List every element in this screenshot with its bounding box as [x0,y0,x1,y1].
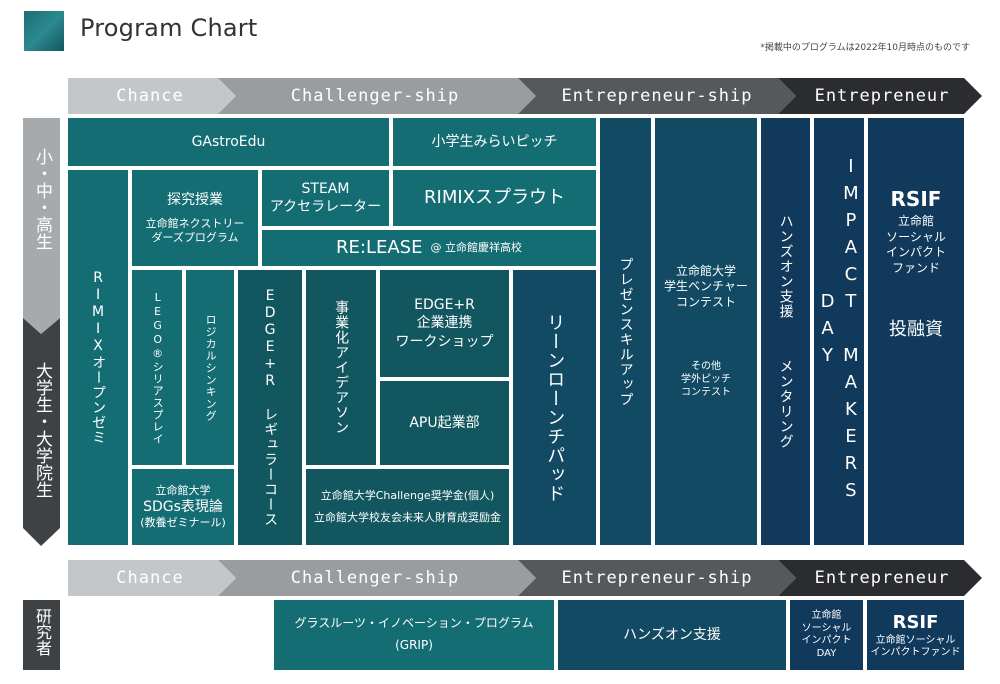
phase-label-entrepreneurship: Entrepreneur-ship [561,86,753,106]
box-impact-makers-day: IMPACT MAKERS DAY [814,118,864,545]
title-logo-mark [24,11,64,51]
box-research-impact-day: 立命館 ソーシャル インパクト DAY [790,600,863,670]
box-apu-kigyobu: APU起業部 [380,381,509,465]
phase-arrow-entrepreneur-2 [778,560,982,596]
box-lean-launchpad: リーンローンチパッド [513,270,596,545]
side-arrow-school [23,118,60,334]
side-box-researcher [23,600,60,670]
research-rsif-title: RSIF [892,612,939,634]
phase-arrow-challenger [218,78,536,114]
phase-label-entrepreneur-2: Entrepreneur [814,568,950,588]
phase-label-entrepreneur: Entrepreneur [814,86,950,106]
phase-label-chance: Chance [116,86,184,106]
box-rsif: RSIF 立命館 ソーシャル インパクト ファンド 投融資 [868,118,964,545]
box-steam-accelerator: STEAM アクセラレーター [262,170,389,226]
box-handson-mentoring: ハンズオン支援 メンタリング [761,118,810,545]
phase-arrow-entrepreneur [778,78,982,114]
side-label-researcher: 研究者 [33,608,52,656]
rsif-title: RSIF [890,187,942,211]
phase-label-challenger: Challenger-ship [290,86,460,106]
release-at: @ 立命館慶祥高校 [430,240,522,254]
mentoring-label: メンタリング [777,359,794,449]
box-logical-thinking: ロジカルシンキング [186,270,234,465]
box-research-rsif: RSIF 立命館ソーシャル インパクトファンド [867,600,964,670]
box-tankyu-jugyo: 探究授業 立命館ネクストリーダーズプログラム [132,170,258,266]
phase-arrow-entrepreneurship [518,78,796,114]
venture-contest: 立命館大学 学生ベンチャー コンテスト [664,263,748,309]
box-presen-skillup: プレゼンスキルアップ [600,118,651,545]
box-scholarships: 立命館大学Challenge奨学金(個人) 立命館大学校友会未来人財育成奨励金 [306,469,509,545]
sdgs-mid: SDGs表現論 [143,498,223,515]
scholarship-challenge: 立命館大学Challenge奨学金(個人) [320,488,495,502]
side-arrow-university [23,318,60,546]
box-lego-serious-play: LEGO®シリアスプレイ [132,270,182,465]
phase-arrow-challenger-2 [218,560,536,596]
sdgs-bot: (教養ゼミナール) [140,516,226,530]
page-title: Program Chart [80,14,258,42]
phase-label-chance-2: Chance [116,568,184,588]
scholarship-koyukai: 立命館大学校友会未来人財育成奨励金 [314,511,501,524]
side-label-school: 小・中・高生 [32,148,52,250]
rsif-sub: 立命館 ソーシャル インパクト ファンド [885,214,946,275]
box-gastroedu: GAstroEdu [68,118,389,166]
release-title: RE:LEASE [336,237,423,259]
phase-arrow-chance [68,78,236,114]
tankyu-sub: 立命館ネクストリーダーズプログラム [145,216,245,245]
box-shogakusei-pitch: 小学生みらいピッチ [393,118,596,166]
sdgs-top: 立命館大学 [155,483,211,497]
handson-label: ハンズオン支援 [777,214,794,319]
box-grip: グラスルーツ・イノベーション・プログラム (GRIP) [274,600,554,670]
phase-arrow-chance-2 [68,560,236,596]
phase-label-challenger-2: Challenger-ship [290,568,460,588]
other-contest: その他 学外ピッチ コンテスト [681,361,731,399]
date-note: *掲載中のプログラムは2022年10月時点のものです [760,43,970,53]
phase-label-entrepreneurship-2: Entrepreneur-ship [561,568,753,588]
box-rimix-open-seminar: RIMIXオープンゼミ [68,170,128,545]
box-jigyoka-ideathon: 事業化アイデアソン [306,270,376,465]
box-sdgs: 立命館大学 SDGs表現論 (教養ゼミナール) [132,469,234,545]
box-contests: 立命館大学 学生ベンチャー コンテスト その他 学外ピッチ コンテスト [655,118,757,545]
box-rimix-sprout: RIMIXスプラウト [393,170,596,226]
phase-arrow-entrepreneurship-2 [518,560,796,596]
research-rsif-sub: 立命館ソーシャル インパクトファンド [870,634,961,658]
box-edge-regular-course: EDGE+R レギュラーコース [238,270,302,545]
box-release: RE:LEASE @ 立命館慶祥高校 [262,230,596,266]
box-edge-workshop: EDGE+R 企業連携 ワークショップ [380,270,509,377]
tankyu-title: 探究授業 [167,191,223,208]
box-research-handson: ハンズオン支援 [558,600,786,670]
side-label-university: 大学生・大学院生 [32,362,52,498]
investment-label: 投融資 [889,319,943,341]
